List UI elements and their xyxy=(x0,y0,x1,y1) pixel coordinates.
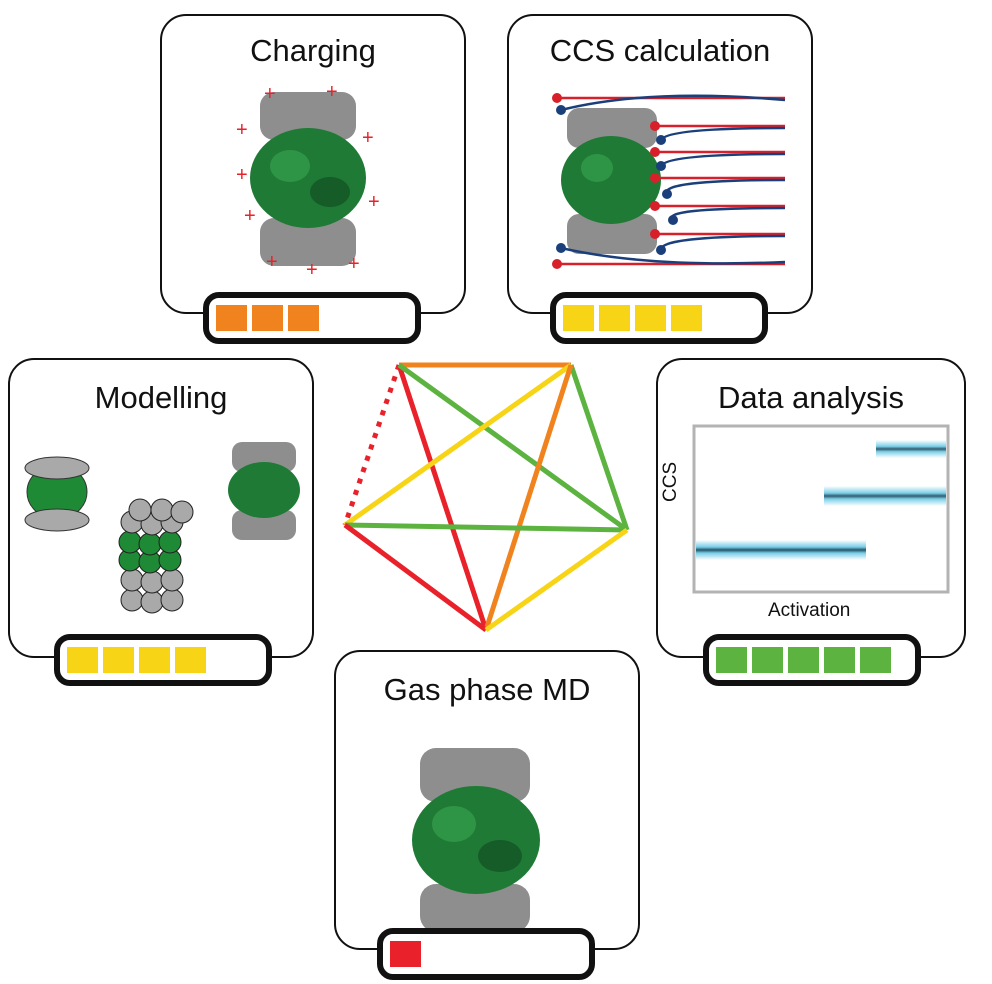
edge-modelling-md xyxy=(343,522,488,633)
meter-segment xyxy=(563,305,594,331)
meter-segment xyxy=(671,305,702,331)
meter-segment xyxy=(216,305,247,331)
edge-charging-modelling xyxy=(342,364,402,526)
meter-segment xyxy=(67,647,98,673)
panel-title-modelling: Modelling xyxy=(94,380,228,415)
panel-title-analysis: Data analysis xyxy=(717,380,905,415)
panel-title-ccs: CCS calculation xyxy=(549,33,771,68)
charge-plus: + xyxy=(236,119,248,141)
edge-ccs-modelling xyxy=(343,362,573,528)
ccs-trajectories-icon xyxy=(552,93,786,269)
meter-segment xyxy=(752,647,783,673)
charge-plus: + xyxy=(264,83,276,105)
charge-plus: + xyxy=(236,164,248,186)
panel-modelling: Modelling xyxy=(8,358,314,658)
panel-md: Gas phase MD xyxy=(334,650,640,950)
charge-plus: + xyxy=(326,81,338,103)
edge-md-analysis xyxy=(484,527,629,633)
md-structure-icon xyxy=(412,748,540,932)
meter-segment xyxy=(635,305,666,331)
charge-plus: + xyxy=(348,253,360,275)
meter-segment xyxy=(252,305,283,331)
charge-plus: + xyxy=(244,205,256,227)
analysis-y-label: CCS xyxy=(660,461,681,502)
protein-charged-icon: + + + + + + + + + + xyxy=(236,81,380,281)
ciu-feature-2 xyxy=(824,486,946,506)
meter-segment xyxy=(788,647,819,673)
panel-ccs: CCS calculation xyxy=(507,14,813,314)
charge-plus: + xyxy=(266,251,278,273)
charge-plus: + xyxy=(362,127,374,149)
panel-title-charging: Charging xyxy=(250,33,376,68)
meter-segment xyxy=(103,647,134,673)
meter-segment xyxy=(139,647,170,673)
meter-segment xyxy=(288,305,319,331)
meter-segment xyxy=(716,647,747,673)
meter-modelling xyxy=(54,634,272,686)
meter-ccs xyxy=(550,292,768,344)
meter-segment xyxy=(175,647,206,673)
coarse-grained-models-icon xyxy=(24,442,300,614)
edge-charging-md xyxy=(396,364,489,631)
edge-charging-analysis xyxy=(397,362,629,533)
meter-md xyxy=(377,928,595,980)
ciu-fingerprint-plot xyxy=(692,424,950,594)
panel-analysis: Data analysis Activation CCS xyxy=(656,358,966,658)
meter-segment xyxy=(599,305,630,331)
meter-segment xyxy=(860,647,891,673)
analysis-x-label: Activation xyxy=(768,600,851,621)
ciu-feature-3 xyxy=(876,440,946,458)
panel-charging: Charging + + + + + + + + + + xyxy=(160,14,466,314)
edge-ccs-analysis xyxy=(568,364,630,531)
meter-analysis xyxy=(703,634,921,686)
edge-ccs-md xyxy=(483,364,574,631)
meter-segment xyxy=(824,647,855,673)
panel-title-md: Gas phase MD xyxy=(383,672,591,707)
ciu-feature-1 xyxy=(696,540,866,560)
meter-charging xyxy=(203,292,421,344)
charge-plus: + xyxy=(368,191,380,213)
edge-modelling-analysis xyxy=(344,522,628,533)
meter-segment xyxy=(390,941,421,967)
charge-plus: + xyxy=(306,259,318,281)
